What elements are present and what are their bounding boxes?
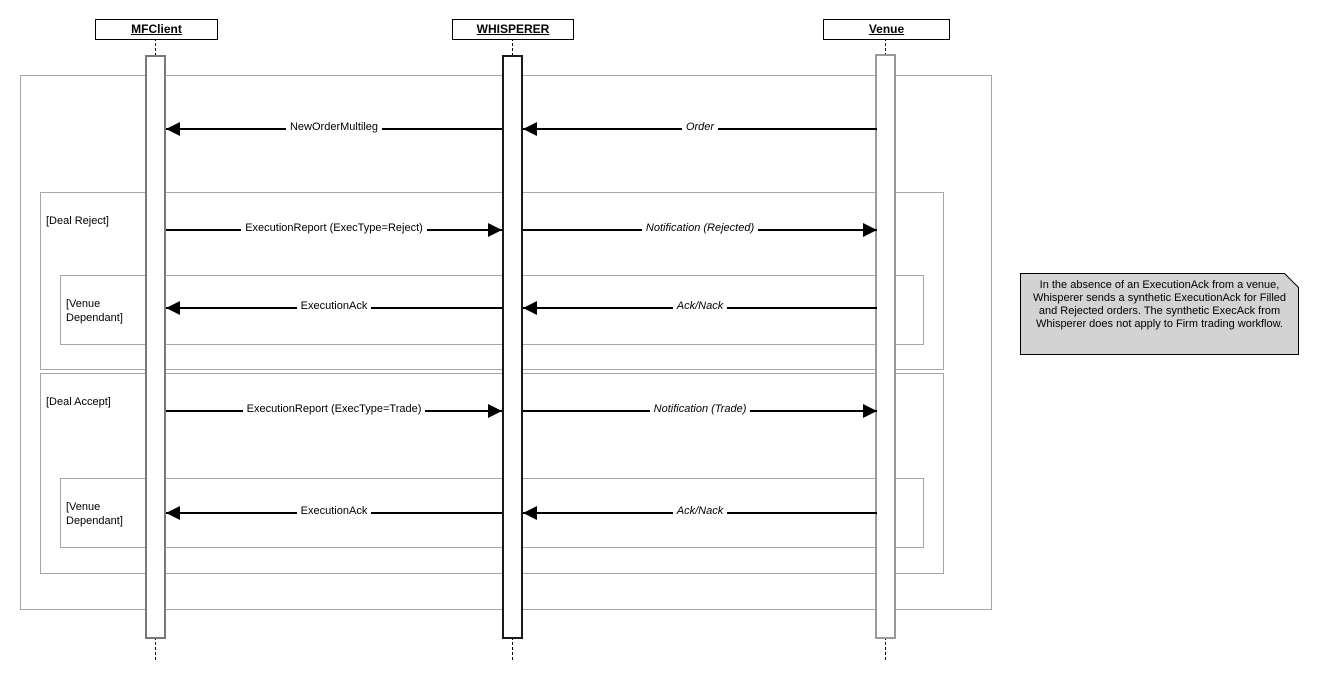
frame-opt-deal-accept-guard: [Deal Accept]	[46, 396, 111, 408]
activation-venue	[875, 54, 896, 639]
frame-opt-deal-accept: opt [Deal Accept]	[40, 373, 944, 574]
frame-opt-venue-dependant-2-operator: opt	[66, 479, 82, 491]
message-acknack-1-label: Ack/Nack	[672, 300, 728, 312]
activation-whisperer	[502, 55, 523, 639]
message-executionreport-trade: ExecutionReport (ExecType=Trade)	[166, 401, 502, 421]
message-notification-rejected: Notification (Rejected)	[523, 220, 877, 240]
frame-opt-deal-reject: opt [Deal Reject]	[40, 192, 944, 370]
message-executionreport-reject: ExecutionReport (ExecType=Reject)	[166, 220, 502, 240]
message-notification-trade: Notification (Trade)	[523, 401, 877, 421]
arrowhead-right-icon	[488, 223, 502, 237]
frame-opt-deal-reject-guard: [Deal Reject]	[46, 215, 109, 227]
message-order-label: Order	[681, 121, 719, 133]
actor-whisperer-label: WHISPERER	[476, 22, 550, 36]
arrowhead-left-icon	[523, 506, 537, 520]
note-text: In the absence of an ExecutionAck from a…	[1032, 279, 1287, 330]
frame-opt-venue-dependant-1-operator: opt	[66, 276, 82, 288]
message-acknack-2: Ack/Nack	[523, 503, 877, 523]
frame-opt-venue-dependant-2: opt [Venue Dependant]	[60, 478, 924, 548]
arrowhead-right-icon	[863, 223, 877, 237]
message-executionreport-trade-label: ExecutionReport (ExecType=Trade)	[242, 403, 426, 415]
message-executionack-2-label: ExecutionAck	[296, 505, 372, 517]
arrowhead-right-icon	[488, 404, 502, 418]
message-executionack-1-label: ExecutionAck	[296, 300, 372, 312]
frame-opt-deal-accept-operator: opt	[46, 374, 62, 386]
message-newordermultileg: NewOrderMultileg	[166, 119, 502, 139]
actor-venue: Venue	[823, 19, 950, 40]
actor-mfclient: MFClient	[95, 19, 218, 40]
message-notification-rejected-label: Notification (Rejected)	[641, 222, 759, 234]
frame-opt-deal-reject-operator: opt	[46, 193, 62, 205]
arrowhead-left-icon	[166, 301, 180, 315]
frame-opt-venue-dependant-1-guard: [Venue Dependant]	[66, 298, 123, 324]
message-executionack-1: ExecutionAck	[166, 298, 502, 318]
message-newordermultileg-label: NewOrderMultileg	[285, 121, 383, 133]
note-fold-icon	[1284, 273, 1299, 288]
message-executionack-2: ExecutionAck	[166, 503, 502, 523]
actor-mfclient-label: MFClient	[131, 22, 182, 36]
actor-venue-label: Venue	[868, 22, 905, 36]
message-notification-trade-label: Notification (Trade)	[649, 403, 751, 415]
arrowhead-right-icon	[863, 404, 877, 418]
frame-opt-venue-dependant-1: opt [Venue Dependant]	[60, 275, 924, 345]
message-executionreport-reject-label: ExecutionReport (ExecType=Reject)	[241, 222, 427, 234]
message-order: Order	[523, 119, 877, 139]
arrowhead-left-icon	[166, 506, 180, 520]
arrowhead-left-icon	[166, 122, 180, 136]
activation-mfclient	[145, 55, 166, 639]
actor-whisperer: WHISPERER	[452, 19, 574, 40]
frame-loop-operator: loop	[26, 76, 47, 88]
message-acknack-1: Ack/Nack	[523, 298, 877, 318]
frame-opt-venue-dependant-2-guard: [Venue Dependant]	[66, 501, 123, 527]
arrowhead-left-icon	[523, 122, 537, 136]
message-acknack-2-label: Ack/Nack	[672, 505, 728, 517]
note: In the absence of an ExecutionAck from a…	[1020, 273, 1299, 355]
arrowhead-left-icon	[523, 301, 537, 315]
